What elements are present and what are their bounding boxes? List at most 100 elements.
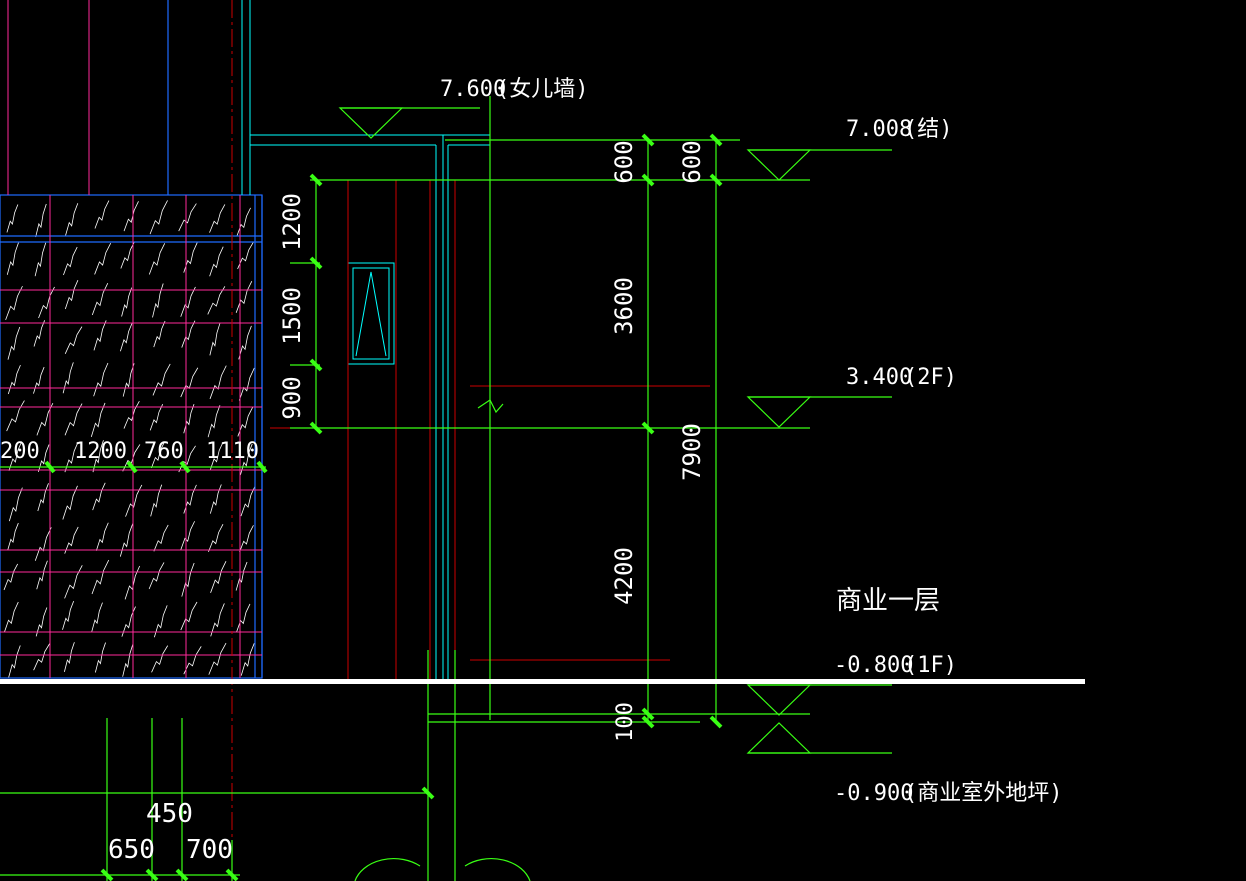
ground-line [0, 679, 1085, 684]
hatch-stroke [237, 407, 253, 437]
hatch-stroke [207, 405, 221, 438]
elev-2f-value: 3.400 [846, 365, 912, 390]
dim-7900: 7900 [678, 423, 706, 481]
elev-ground-value: -0.900 [834, 781, 913, 806]
hatch-stroke [183, 403, 195, 434]
hatch-stroke [240, 643, 255, 676]
dim-1200-vertical: 1200 [278, 193, 306, 251]
hatch-stroke [120, 322, 133, 352]
elev-1f-value: -0.800 [834, 653, 913, 678]
hatch-stroke [239, 525, 254, 553]
hatch-stroke [150, 484, 163, 517]
hatch-stroke [180, 367, 199, 398]
hatch-stroke [148, 562, 165, 590]
hatch-stroke [91, 602, 103, 633]
elev-parapet-value: 7.600 [440, 77, 506, 102]
hatch-stroke [180, 286, 196, 317]
labels: 7.600 (女儿墙) 7.008 (结) 3.400 (2F) 商业一层 -0… [0, 77, 1063, 865]
floor-label: 商业一层 [836, 586, 940, 616]
hatch-stroke [207, 286, 226, 315]
hatch-stroke [240, 485, 256, 517]
hatch-stroke [3, 601, 19, 633]
hatch-stroke [94, 200, 110, 229]
hatch-stroke [5, 285, 23, 321]
hatch-stroke [236, 207, 251, 236]
facade-stone-panel [0, 194, 263, 679]
elev-marker-ground [746, 722, 812, 754]
hatch-stroke [181, 320, 196, 348]
hatch-stroke [153, 605, 168, 638]
hatch-stroke [148, 243, 166, 275]
hatch-stroke [91, 282, 109, 316]
hatch-stroke [94, 642, 106, 673]
dim-450: 450 [146, 799, 193, 829]
hatch-stroke [209, 442, 224, 471]
elevation-markers [338, 107, 892, 754]
hatch-stroke [180, 521, 195, 550]
hatch-stroke [93, 362, 109, 397]
hatch-stroke [7, 522, 19, 551]
hatch-stroke [183, 646, 202, 675]
hatch-stroke [238, 325, 252, 360]
hatch-stroke [235, 561, 248, 591]
dim-4200: 4200 [610, 547, 638, 605]
hatch-stroke [209, 323, 221, 356]
elev-parapet-note: (女儿墙) [496, 77, 589, 102]
hatch-stroke [64, 526, 79, 554]
hatch-stroke [37, 483, 49, 512]
hatch-stroke [180, 601, 198, 631]
hatch-stroke [33, 366, 45, 394]
hatch-stroke [34, 242, 47, 277]
upper-columns [7, 0, 251, 881]
hatch-stroke [33, 643, 51, 671]
hatch-stroke [6, 204, 19, 233]
elev-marker-2f [746, 396, 812, 428]
hatch-stroke [208, 523, 224, 553]
hatch-stroke [235, 281, 253, 313]
hatch-stroke [238, 367, 255, 401]
hatch-stroke [152, 283, 164, 318]
hatch-stroke [123, 201, 139, 232]
hatch-stroke [237, 241, 254, 270]
dim-600-right: 600 [678, 140, 706, 183]
hatch-stroke [91, 559, 110, 595]
dim-760-h: 760 [144, 439, 184, 464]
hatch-stroke [93, 320, 107, 351]
hatch-stroke [8, 645, 21, 678]
dim-1110-h: 1110 [206, 439, 259, 464]
hatch-stroke [208, 642, 227, 675]
hatch-stroke [3, 563, 19, 591]
hatch-stroke [36, 402, 54, 436]
hatch-stroke [7, 364, 21, 395]
hatch-stroke [36, 560, 48, 590]
hatch-stroke [8, 441, 23, 471]
hatch-stroke [236, 603, 251, 632]
hatch-stroke [119, 522, 134, 557]
hatch-stroke [149, 200, 168, 235]
hatch-stroke [209, 204, 226, 233]
hatch-stroke [64, 326, 83, 354]
dim-900-vertical: 900 [278, 376, 306, 419]
hatch-stroke [121, 287, 133, 317]
hatch-stroke [62, 485, 78, 520]
hatch-stroke [181, 562, 195, 597]
hatch-stroke [8, 487, 23, 522]
hatch-stroke [210, 603, 225, 637]
hatch-stroke [152, 363, 171, 396]
hatch-stroke [120, 241, 135, 269]
elev-marker-1f [746, 684, 812, 716]
dim-650: 650 [108, 835, 155, 865]
hatch-stroke [6, 242, 19, 275]
hatch-stroke [92, 440, 104, 473]
hatch-stroke [62, 601, 75, 630]
hatch-stroke [35, 607, 48, 637]
hatch-stroke [62, 362, 74, 394]
hatch-stroke [122, 644, 134, 677]
hatch-stroke [153, 524, 169, 552]
hatch-stroke [209, 365, 227, 400]
hatch-stroke [124, 565, 141, 600]
hatch-stroke [95, 522, 109, 551]
hatch-stroke [7, 326, 21, 360]
dim-700: 700 [186, 835, 233, 865]
